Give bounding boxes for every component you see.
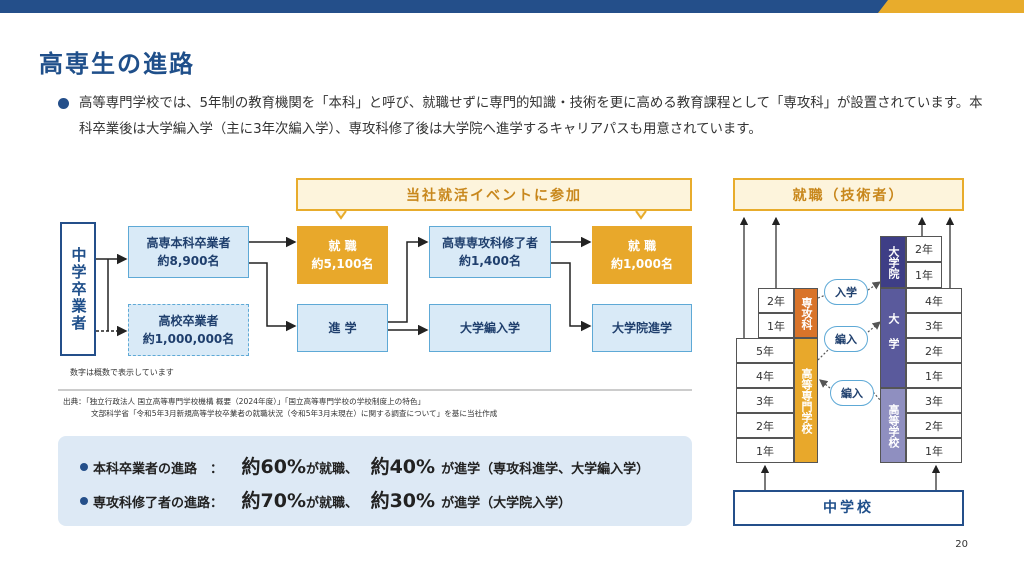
univ-year-cell: 2年 [906, 338, 962, 363]
grad-label: 大学院 [880, 236, 906, 288]
senko-year-cell: 1年 [758, 313, 794, 338]
job2-box: 就 職 約1,000名 [592, 226, 692, 284]
source-line-2: 文部科学省「令和5年3月新規高等学校卒業者の就職状況（令和5年3月末現在）に関す… [91, 409, 498, 418]
summary-row-honka: 本科卒業者の進路 ： 約60%が就職、 約40% が進学（専攻科進学、大学編入学） [80, 452, 649, 479]
kosen-label-text: 高等専門学校 [800, 367, 813, 434]
grad-year-cell: 2年 [906, 236, 942, 262]
senko-year-cell: 2年 [758, 288, 794, 313]
bubble-transfer-2: 編入 [830, 380, 874, 406]
employment-header: 就職（技術者） [733, 178, 964, 211]
job1-box: 就 職 約5,100名 [297, 226, 388, 284]
hs-grad-count: 約1,000,000名 [142, 332, 235, 346]
kosen-label: 高等専門学校 [794, 338, 818, 463]
hs-year-cell: 3年 [906, 388, 962, 413]
source-line-1: 出典：「独立行政法人 国立高等専門学校機構 概要（2024年度）」「国立高等専門… [63, 397, 426, 406]
hs-year-cell: 2年 [906, 413, 962, 438]
bullet-icon [58, 98, 69, 109]
grad-school-box: 大学院進学 [592, 304, 692, 352]
honka-grad-label: 高専本科卒業者 [146, 236, 231, 250]
bullet-icon [80, 463, 88, 471]
summary-text: が進学（大学院入学） [441, 496, 572, 511]
senko-grad-box: 高専専攻科修了者 約1,400名 [429, 226, 551, 278]
univ-year-cell: 3年 [906, 313, 962, 338]
junior-high-box: 中学校 [733, 490, 964, 526]
approx-note: 数字は概数で表示しています [70, 368, 174, 377]
advance-box: 進 学 [297, 304, 388, 352]
kosen-year-cell: 3年 [736, 388, 794, 413]
hs-year-cell: 1年 [906, 438, 962, 463]
senko-grad-count: 約1,400名 [459, 254, 521, 268]
hs-grad-label: 高校卒業者 [158, 314, 219, 328]
univ-year-cell: 4年 [906, 288, 962, 313]
summary-percent-advance: 約30% [370, 490, 436, 512]
job2-count: 約1,000名 [611, 257, 673, 271]
page-title: 高専生の進路 [39, 50, 195, 78]
page-number: 20 [955, 539, 968, 550]
summary-percent-advance: 約40% [370, 456, 436, 478]
bubble-transfer-1: 編入 [824, 326, 868, 352]
job2-label: 就 職 [627, 239, 657, 253]
summary-percent-job: 約60% [241, 456, 307, 478]
bubble-enter: 入学 [824, 279, 868, 305]
source-label: 中学卒業者 [69, 246, 88, 332]
univ-year-cell: 1年 [906, 363, 962, 388]
univ-label-text: 大学 [887, 313, 900, 363]
hs-grad-box: 高校卒業者 約1,000,000名 [128, 304, 249, 356]
source-citation: 出典：「独立行政法人 国立高等専門学校機構 概要（2024年度）」「国立高等専門… [63, 396, 497, 420]
senko-label: 専攻科 [794, 288, 818, 338]
kosen-year-cell: 4年 [736, 363, 794, 388]
hs-label: 高等学校 [880, 388, 906, 463]
top-bar-accent [878, 0, 1024, 13]
summary-percent-job: 約70% [241, 490, 307, 512]
kosen-year-cell: 1年 [736, 438, 794, 463]
source-box: 中学卒業者 [60, 222, 96, 356]
senko-grad-label: 高専専攻科修了者 [441, 236, 538, 250]
job1-count: 約5,100名 [311, 257, 374, 271]
summary-row-senko: 専攻科修了者の進路： 約70%が就職、 約30% が進学（大学院入学） [80, 486, 571, 513]
summary-text: が就職、 [306, 496, 359, 511]
grad-label-text: 大学院 [887, 245, 900, 279]
univ-label: 大学 [880, 288, 906, 388]
bullet-icon [80, 497, 88, 505]
honka-grad-count: 約8,900名 [157, 254, 220, 268]
summary-text: が就職、 [306, 462, 359, 477]
kosen-year-cell: 5年 [736, 338, 794, 363]
summary-label: 専攻科修了者の進路： [93, 496, 224, 511]
summary-panel: 本科卒業者の進路 ： 約60%が就職、 約40%が進学（専攻科進学、大学編入学）… [58, 436, 692, 526]
top-bar [0, 0, 1024, 13]
hs-label-text: 高等学校 [887, 403, 900, 448]
summary-text: が進学（専攻科進学、大学編入学） [441, 462, 650, 477]
summary-label: 本科卒業者の進路 ： [93, 462, 224, 477]
grad-year-cell: 1年 [906, 262, 942, 288]
job1-label: 就 職 [328, 239, 357, 253]
intro-text: 高等専門学校では、5年制の教育機関を「本科」と呼び、就職せずに専門的知識・技術を… [79, 96, 983, 137]
honka-grad-box: 高専本科卒業者 約8,900名 [128, 226, 249, 278]
transfer-box: 大学編入学 [429, 304, 551, 352]
event-header: 当社就活イベントに参加 [296, 178, 692, 211]
kosen-year-cell: 2年 [736, 413, 794, 438]
senko-label-text: 専攻科 [800, 296, 813, 330]
